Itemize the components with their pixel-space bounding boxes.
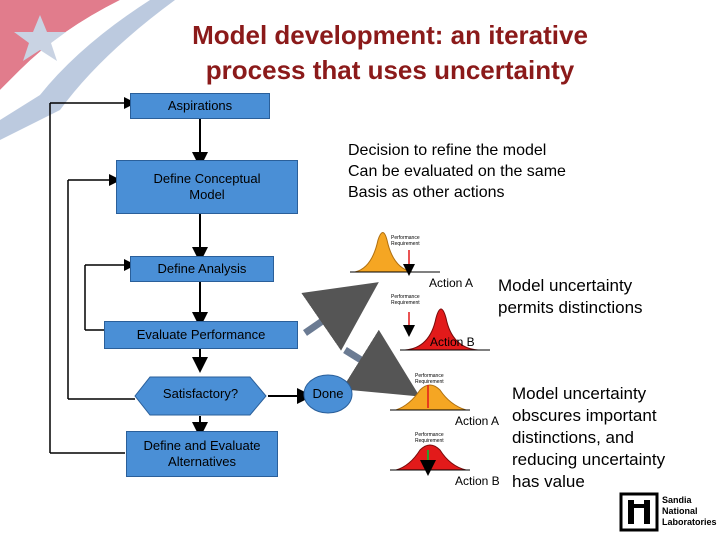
sandia-logo-text: Sandia National Laboratories <box>662 495 717 528</box>
